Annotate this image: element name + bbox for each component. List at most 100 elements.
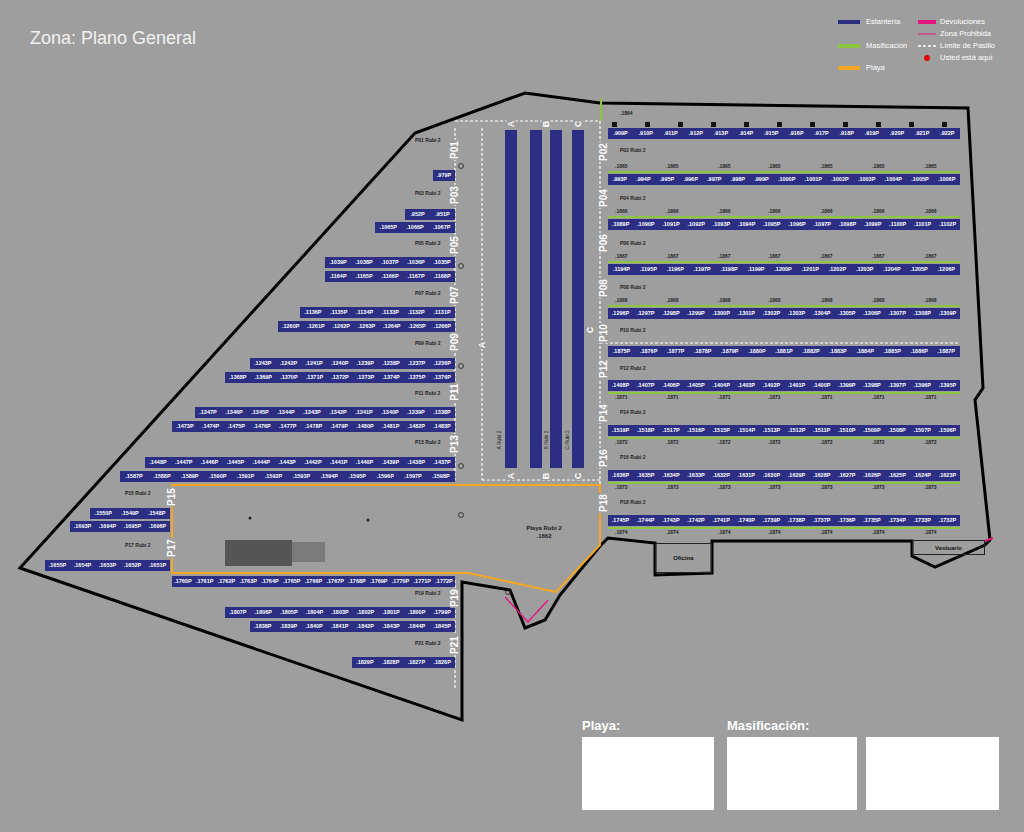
location-code: .1631P [738, 473, 755, 479]
shelf-row: .1164P.1165P.1166P.1167P.1168P [325, 271, 455, 282]
location-code: .1876P [640, 349, 657, 355]
location-code: .1474P [202, 424, 219, 430]
bulk-code: .1871 [872, 395, 885, 400]
legend-swatch [838, 66, 860, 70]
bulk-code: .1867 [718, 254, 731, 259]
location-code: .1439P [382, 460, 399, 466]
bulk-code: .1872 [924, 440, 937, 445]
location-code: .1376P [433, 375, 450, 381]
location-code: .1164P [329, 274, 346, 280]
shelf-row: .1875P.1876P.1877P.1878P.1879P.1880P.188… [608, 346, 960, 357]
row-name: P08 Rubi 2 [620, 285, 646, 290]
location-code: .909P [613, 131, 627, 137]
playa-fixtures [225, 517, 370, 567]
location-code: .1740P [738, 518, 755, 524]
location-code: .1735P [863, 518, 880, 524]
shelf-row: .1243P.1242P.1241P.1240P.1239P.1238P.123… [250, 358, 455, 369]
location-code: .922P [940, 131, 954, 137]
location-code: .1826P [433, 660, 450, 666]
shelf-row: .1829P.1828P.1827P.1826P [352, 657, 455, 668]
location-code: .1037P [381, 260, 398, 266]
location-code: .1481P [382, 424, 399, 430]
location-code: .1508P [888, 428, 905, 434]
location-code: .1039P [329, 260, 346, 266]
location-code: .1408P [612, 383, 629, 389]
bulk-code: .1874 [718, 530, 731, 535]
row-name: P21 Rubi 2 [415, 641, 441, 646]
location-code: .1400P [813, 383, 830, 389]
notes-panel: Masificación: [727, 737, 857, 810]
bulk-code: .1871 [924, 395, 937, 400]
location-code: .1473P [176, 424, 193, 430]
location-code: .1343P [303, 410, 320, 416]
bulk-code: .1868 [615, 298, 628, 303]
location-code: .1799P [433, 610, 450, 616]
location-code: .1841P [331, 624, 348, 630]
shelf-row: .1473P.1474P.1475P.1476P.1477P.1478P.147… [172, 421, 455, 432]
location-code: .1000P [778, 177, 795, 183]
location-code: .1770P [392, 579, 409, 585]
location-code: .1632P [712, 473, 729, 479]
aisle-name: A Rubi 2 [497, 431, 502, 450]
location-code: .1875P [613, 349, 630, 355]
bulk-code: .1873 [718, 485, 731, 490]
location-code: .1303P [788, 311, 805, 317]
location-code: .1587P [125, 474, 142, 480]
aisle-name: C Rubi 2 [565, 430, 570, 449]
location-code: .1655P [49, 563, 66, 569]
location-code: .1301P [738, 311, 755, 317]
bulk-code: .1865 [718, 164, 731, 169]
bulk-code: .1872 [615, 440, 628, 445]
row-name: P04 Rubi 2 [620, 196, 646, 201]
location-code: .1733P [914, 518, 931, 524]
staging-text: Playa Rubi 2.1862 [502, 525, 586, 541]
location-code: .979P [437, 173, 451, 179]
location-code: .1405P [687, 383, 704, 389]
location-code: .1445P [227, 460, 244, 466]
legend-text: Estantería [866, 18, 900, 26]
location-code: .1308P [914, 311, 931, 317]
staging-border [172, 485, 600, 592]
location-code: .1448P [149, 460, 166, 466]
aisle-letter: A [507, 120, 516, 129]
area-name: Oficina [673, 555, 693, 561]
building-outline [20, 93, 990, 720]
shelf-row: .1448P.1447P.1446P.1445P.1444P.1443P.144… [145, 457, 455, 468]
location-code: .1093P [713, 222, 730, 228]
location-code: .1446P [201, 460, 218, 466]
location-code: .919P [865, 131, 879, 137]
location-code: .1395P [939, 383, 956, 389]
bulk-code: .1873 [820, 485, 833, 490]
location-code: .1828P [382, 660, 399, 666]
row-name: P19 Rubi 2 [415, 591, 441, 596]
location-code: .1627P [838, 473, 855, 479]
location-code: .1102P [939, 222, 956, 228]
location-code: .1004P [885, 177, 902, 183]
bulk-code: .1872 [872, 440, 885, 445]
bulk-code: .1865 [615, 164, 628, 169]
location-code: .1651P [149, 563, 166, 569]
location-code: .1762P [218, 579, 235, 585]
bulk-code: .1872 [768, 440, 781, 445]
bulk-code: .1866 [872, 209, 885, 214]
location-code: .1590P [209, 474, 226, 480]
location-code: .1477P [279, 424, 296, 430]
location-code: .1067P [433, 225, 450, 231]
bulk-code: .1871 [768, 395, 781, 400]
bulk-code: .1874 [872, 530, 885, 535]
location-code: .1299P [687, 311, 704, 317]
location-code: .1440P [356, 460, 373, 466]
location-code: .1265P [408, 324, 425, 330]
location-code: .1195P [640, 267, 657, 273]
location-code: .1006P [938, 177, 955, 183]
location-code: .1371P [306, 375, 323, 381]
shelf-row: .1587P.1588P.1589P.1590P.1591P.1592P.159… [120, 471, 455, 482]
row-name: P12 Rubi 2 [620, 366, 646, 371]
location-code: .1518P [637, 428, 654, 434]
location-code: .1307P [888, 311, 905, 317]
location-code: .1131P [433, 310, 450, 316]
bulk-code: .1868 [924, 298, 937, 303]
shelf-row: .1089P.1090P.1091P.1092P.1093P.1094P.109… [608, 219, 960, 230]
location-code: .998P [731, 177, 745, 183]
location-code: .1801P [382, 610, 399, 616]
